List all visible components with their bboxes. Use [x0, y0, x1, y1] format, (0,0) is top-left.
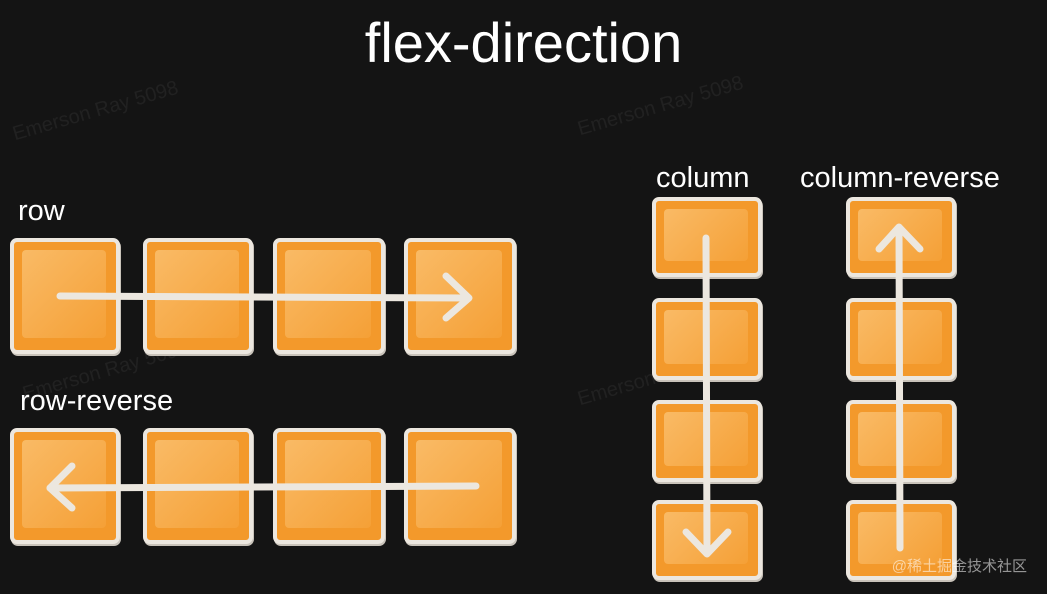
arrow-right-icon: [56, 272, 473, 322]
arrow-left-icon: [46, 462, 480, 512]
label-row-reverse: row-reverse: [20, 385, 174, 417]
label-row: row: [18, 195, 65, 227]
label-column-reverse: column-reverse: [800, 162, 1000, 194]
arrow-up-icon: [875, 223, 924, 552]
arrow-down-icon: [682, 234, 732, 558]
footer-watermark: @稀土掘金技术社区: [891, 558, 1027, 575]
page-title: flex-direction: [364, 11, 683, 74]
label-column: column: [656, 162, 750, 194]
column-item: [652, 197, 762, 277]
